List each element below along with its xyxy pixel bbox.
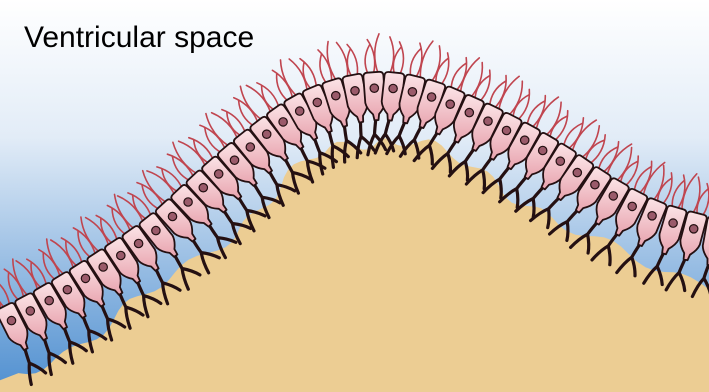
nucleus [313, 98, 321, 106]
nucleus [484, 117, 492, 125]
nucleus [184, 198, 192, 206]
nucleus [690, 225, 698, 233]
nucleus [332, 92, 340, 100]
nucleus [45, 296, 53, 304]
nucleus [609, 192, 617, 200]
nucleus [63, 286, 71, 294]
nucleus [539, 146, 547, 154]
nucleus [168, 212, 176, 220]
nucleus [246, 143, 254, 151]
nucleus [669, 219, 677, 227]
ventricular-space-label: Ventricular space [24, 20, 254, 56]
nucleus [370, 84, 378, 92]
nucleus [263, 130, 271, 138]
nucleus [521, 136, 529, 144]
nucleus [591, 181, 599, 189]
nucleus [199, 184, 207, 192]
nucleus [99, 263, 107, 271]
nucleus [152, 226, 160, 234]
nucleus [408, 88, 416, 96]
nucleus [279, 118, 287, 126]
nucleus [26, 307, 34, 315]
nucleus [427, 93, 435, 101]
nucleus [7, 316, 15, 324]
nucleus [296, 107, 304, 115]
nucleus [446, 100, 454, 108]
nucleus [351, 87, 359, 95]
nucleus [648, 212, 656, 220]
nucleus [573, 168, 581, 176]
nucleus [81, 274, 89, 282]
nucleus [556, 157, 564, 165]
nucleus [628, 202, 636, 210]
nucleus [117, 251, 125, 259]
nucleus [134, 239, 142, 247]
nucleus [465, 108, 473, 116]
nucleus [230, 156, 238, 164]
nucleus [215, 170, 223, 178]
nucleus [502, 126, 510, 134]
nucleus [389, 84, 397, 92]
